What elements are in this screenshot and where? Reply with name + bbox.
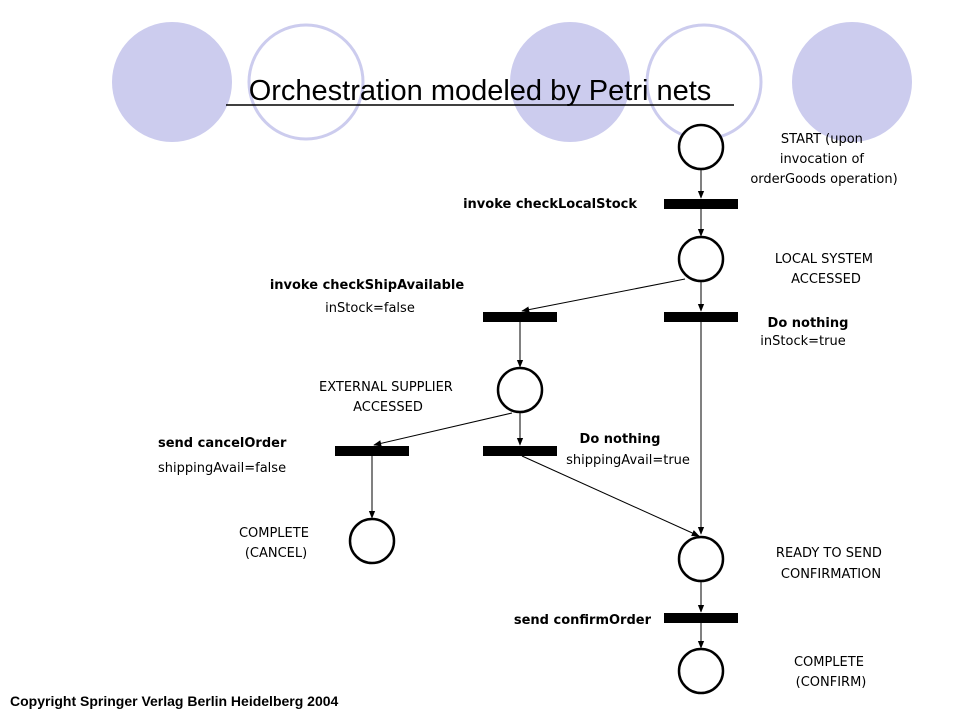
label-ready-line-1: READY TO SEND bbox=[776, 546, 882, 561]
label-ready-line-2: CONFIRMATION bbox=[781, 567, 881, 582]
place-labels: START (upon invocation of orderGoods ope… bbox=[239, 132, 898, 690]
label-external-line-2: ACCESSED bbox=[353, 400, 423, 415]
arc-local-to-check-ship bbox=[521, 278, 686, 313]
label-send-confirm: send confirmOrder bbox=[514, 613, 652, 628]
place-ready bbox=[677, 535, 725, 583]
place-local bbox=[677, 235, 725, 283]
label-local: LOCAL SYSTEM ACCESSED bbox=[775, 252, 877, 287]
place-external bbox=[496, 366, 544, 414]
decor-circle-3 bbox=[510, 22, 630, 142]
label-confirm: COMPLETE (CONFIRM) bbox=[794, 655, 868, 690]
label-confirm-line-2: (CONFIRM) bbox=[796, 675, 867, 690]
transition-check-ship bbox=[483, 312, 557, 322]
label-ship-false: shippingAvail=false bbox=[158, 461, 286, 476]
label-check-local: invoke checkLocalStock bbox=[463, 197, 637, 212]
header-decoration bbox=[112, 22, 912, 142]
place-cancel bbox=[348, 517, 396, 565]
place-confirm bbox=[677, 647, 725, 695]
transition-labels: invoke checkLocalStock invoke checkShipA… bbox=[158, 197, 848, 628]
label-cancel: COMPLETE (CANCEL) bbox=[239, 526, 313, 561]
label-start-line-2: invocation of bbox=[780, 152, 865, 167]
transition-do-nothing-1 bbox=[664, 312, 738, 322]
arc-do-nothing-2-to-ready bbox=[521, 455, 700, 537]
decor-circle-1 bbox=[112, 22, 232, 142]
arc-external-to-send-cancel bbox=[373, 412, 513, 447]
label-start-line-1: START (upon bbox=[781, 132, 863, 147]
label-start-line-3: orderGoods operation) bbox=[750, 172, 897, 187]
label-start: START (upon invocation of orderGoods ope… bbox=[750, 132, 897, 187]
label-cancel-line-2: (CANCEL) bbox=[245, 546, 307, 561]
transition-send-cancel bbox=[335, 446, 409, 456]
label-in-stock-true: inStock=true bbox=[760, 334, 845, 349]
page-title: Orchestration modeled by Petri nets bbox=[249, 75, 712, 107]
transition-check-local bbox=[664, 199, 738, 209]
label-ready: READY TO SEND CONFIRMATION bbox=[776, 546, 886, 582]
label-ship-true: shippingAvail=true bbox=[566, 453, 690, 468]
label-confirm-line-1: COMPLETE bbox=[794, 655, 864, 670]
decor-circle-2 bbox=[247, 23, 365, 141]
label-do-nothing-2: Do nothing bbox=[580, 432, 661, 447]
label-do-nothing-1: Do nothing bbox=[768, 316, 849, 331]
copyright-text: Copyright Springer Verlag Berlin Heidelb… bbox=[10, 693, 339, 709]
transition-do-nothing-2 bbox=[483, 446, 557, 456]
label-check-ship: invoke checkShipAvailable bbox=[270, 278, 465, 293]
label-local-line-1: LOCAL SYSTEM bbox=[775, 252, 873, 267]
label-cancel-line-1: COMPLETE bbox=[239, 526, 309, 541]
transitions bbox=[335, 199, 738, 623]
label-in-stock-false: inStock=false bbox=[325, 301, 415, 316]
arcs bbox=[368, 169, 705, 649]
places bbox=[348, 123, 725, 695]
label-external-line-1: EXTERNAL SUPPLIER bbox=[319, 380, 453, 395]
label-local-line-2: ACCESSED bbox=[791, 272, 861, 287]
label-send-cancel: send cancelOrder bbox=[158, 436, 287, 451]
label-external: EXTERNAL SUPPLIER ACCESSED bbox=[319, 380, 457, 415]
place-start bbox=[677, 123, 725, 171]
decor-circle-5 bbox=[792, 22, 912, 142]
transition-send-confirm bbox=[664, 613, 738, 623]
